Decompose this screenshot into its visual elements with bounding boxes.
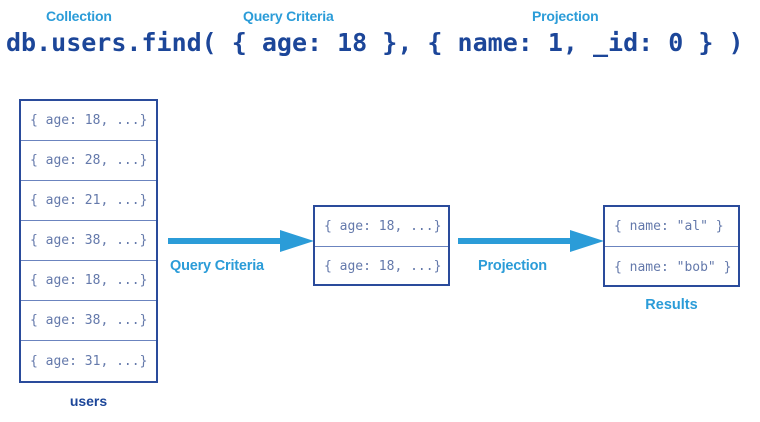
annotation-label-query-criteria: Query Criteria [243, 8, 334, 24]
collection-caption: users [69, 393, 108, 409]
projection-arrow-caption: Projection [478, 258, 547, 274]
list-item: { age: 18, ...} [315, 207, 448, 247]
query-criteria-arrow [168, 230, 314, 252]
list-item: { age: 31, ...} [30, 353, 148, 369]
projection-arrow [458, 230, 604, 252]
list-item: { age: 18, ...} [21, 101, 156, 141]
annotation-label-projection: Projection [532, 8, 599, 24]
results-caption: Results [645, 297, 698, 313]
list-item: { age: 21, ...} [21, 181, 156, 221]
list-item: { age: 38, ...} [21, 301, 156, 341]
list-item: { age: 28, ...} [21, 141, 156, 181]
list-item: { age: 38, ...} [21, 221, 156, 261]
collection-document-stack: { age: 18, ...} { age: 28, ...} { age: 2… [19, 99, 158, 383]
filtered-document-stack: { age: 18, ...} { age: 18, ...} [313, 205, 450, 286]
list-item: { age: 18, ...} [21, 261, 156, 301]
list-item: { age: 18, ...} [324, 258, 442, 274]
list-item: { name: "bob" } [614, 259, 732, 275]
results-document-stack: { name: "al" } { name: "bob" } [603, 205, 740, 287]
query-code-line: db.users.find( { age: 18 }, { name: 1, _… [6, 28, 744, 57]
query-criteria-arrow-caption: Query Criteria [170, 258, 264, 274]
list-item: { name: "al" } [605, 207, 738, 247]
annotation-label-collection: Collection [46, 8, 112, 24]
